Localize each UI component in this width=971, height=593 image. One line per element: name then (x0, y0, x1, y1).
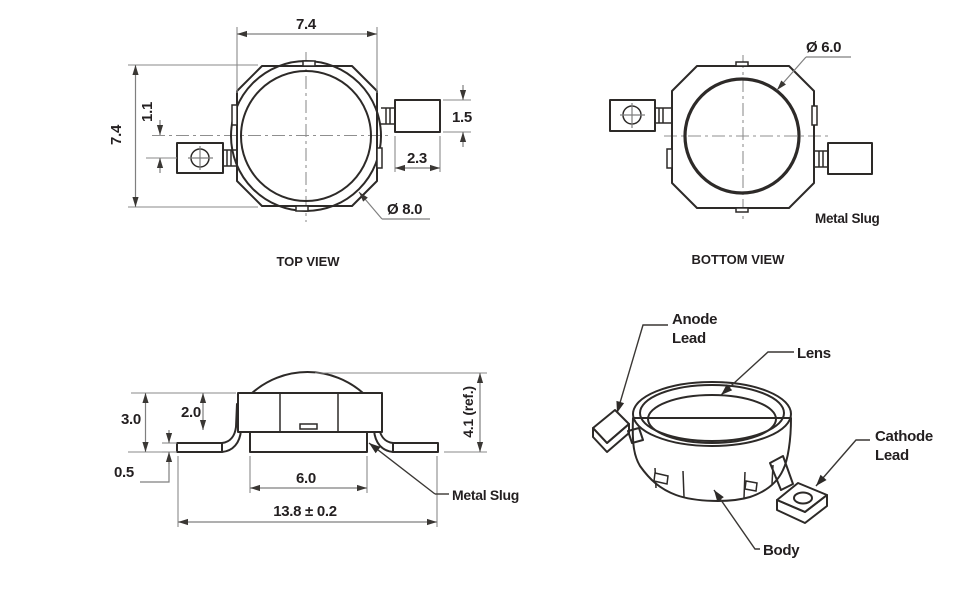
top-view-dim-width: 7.4 (236, 16, 378, 93)
bottom-view-metal-slug-circle (683, 77, 801, 195)
top-view-top-mark (302, 60, 316, 67)
iso-view: Anode Lead Lens Cathode Lead Body (592, 311, 933, 559)
dim-label-top-width: 7.4 (296, 16, 317, 33)
top-view-dim-lead-length: 2.3 (394, 136, 441, 172)
iso-body-facet-line (682, 470, 685, 498)
bottom-view-left-tab (666, 148, 673, 169)
dim-label-side-height: 7.4 (108, 124, 125, 145)
side-view: 3.0 2.0 0.5 6.0 13.8 ± 0.2 (114, 371, 519, 527)
side-view-metal-slug-label: Metal Slug (452, 487, 519, 503)
dim-label-slug-diameter: Ø 6.0 (806, 39, 841, 56)
dim-label-overall-width: 13.8 ± 0.2 (273, 503, 337, 520)
iso-cathode-lead (769, 455, 828, 524)
bottom-view-anode-lead (609, 99, 672, 132)
side-view-dim-slug-width: 6.0 (249, 456, 368, 493)
bottom-view-right-tab (811, 105, 818, 126)
side-view-dim-overall-width: 13.8 ± 0.2 (177, 456, 438, 527)
iso-anode-lead (592, 409, 644, 453)
iso-body-right-tab (744, 480, 758, 492)
dim-label-slug-width: 6.0 (296, 470, 316, 487)
top-view-right-tab (376, 147, 383, 169)
top-view-dim-lens-diameter: Ø 8.0 (358, 191, 430, 220)
side-view-dim-lead-thickness: 0.5 (114, 430, 177, 483)
iso-body-facet-line (743, 471, 746, 499)
dim-label-lead-thickness: 0.5 (114, 464, 134, 481)
top-view-lens-inner-circle (240, 70, 372, 202)
side-view-dim-body-height: 2.0 (181, 393, 207, 430)
side-view-left-lead-foot (176, 442, 223, 453)
top-view-dim-lead-width: 1.5 (443, 85, 472, 147)
cathode-lead-label-line1: Cathode (875, 428, 933, 445)
dim-label-lens-diameter: Ø 8.0 (387, 201, 422, 218)
bottom-view: Ø 6.0 Metal Slug BOTTOM VIEW (609, 39, 880, 267)
top-view-cathode-lead (381, 99, 441, 133)
iso-lens-callout: Lens (720, 345, 831, 396)
iso-anode-callout: Anode Lead (616, 311, 717, 414)
top-view-dim-height: 7.4 (108, 64, 258, 208)
anode-lead-label-line1: Anode (672, 311, 717, 328)
dim-label-lead-offset: 1.1 (139, 102, 156, 122)
bottom-view-package-octagon (671, 65, 815, 209)
side-view-dim-overall-height: 4.1 (ref.) (315, 372, 487, 453)
top-view-left-tab (231, 104, 238, 126)
lens-label: Lens (797, 345, 831, 362)
side-view-body (237, 392, 383, 433)
iso-rim-outer (632, 381, 792, 447)
top-view-dim-lead-offset: 1.1 (139, 102, 177, 173)
iso-lens (647, 394, 777, 444)
body-label: Body (763, 542, 800, 559)
dim-label-lead-length: 2.3 (407, 150, 427, 167)
dim-label-lead-width: 1.5 (452, 109, 472, 126)
top-view-caption: TOP VIEW (276, 254, 340, 269)
dim-label-body-height: 2.0 (181, 404, 201, 421)
top-view-anode-lead (176, 142, 237, 174)
dim-label-overall-height: 4.1 (ref.) (460, 386, 476, 437)
cathode-lead-label-line2: Lead (875, 447, 909, 464)
top-view-bottom-mark (295, 205, 309, 212)
side-view-metal-slug-callout: Metal Slug (368, 442, 519, 503)
bottom-view-top-mark (735, 61, 749, 67)
bottom-view-dim-slug-diameter: Ø 6.0 (776, 39, 851, 91)
iso-cathode-callout: Cathode Lead (815, 428, 933, 487)
dim-label-stand-height: 3.0 (121, 411, 141, 428)
bottom-view-cathode-lead (814, 142, 873, 175)
top-view: 7.4 7.4 1.1 1.5 2.3 (108, 16, 472, 269)
iso-body-left-tab (653, 472, 669, 485)
bottom-view-bottom-mark (735, 207, 749, 213)
iso-rim-inner (639, 384, 785, 442)
iso-body-callout: Body (713, 489, 801, 559)
side-view-right-lead-foot (392, 442, 439, 453)
anode-lead-label-line2: Lead (672, 330, 706, 347)
side-view-lens-dome (251, 371, 364, 394)
side-view-dim-stand-height: 3.0 (121, 392, 236, 453)
bottom-view-metal-slug-label: Metal Slug (815, 211, 880, 226)
side-view-body-slot (299, 423, 318, 430)
side-view-metal-slug (249, 431, 368, 453)
cathode-lead-hole (793, 491, 813, 505)
bottom-view-caption: BOTTOM VIEW (692, 252, 786, 267)
